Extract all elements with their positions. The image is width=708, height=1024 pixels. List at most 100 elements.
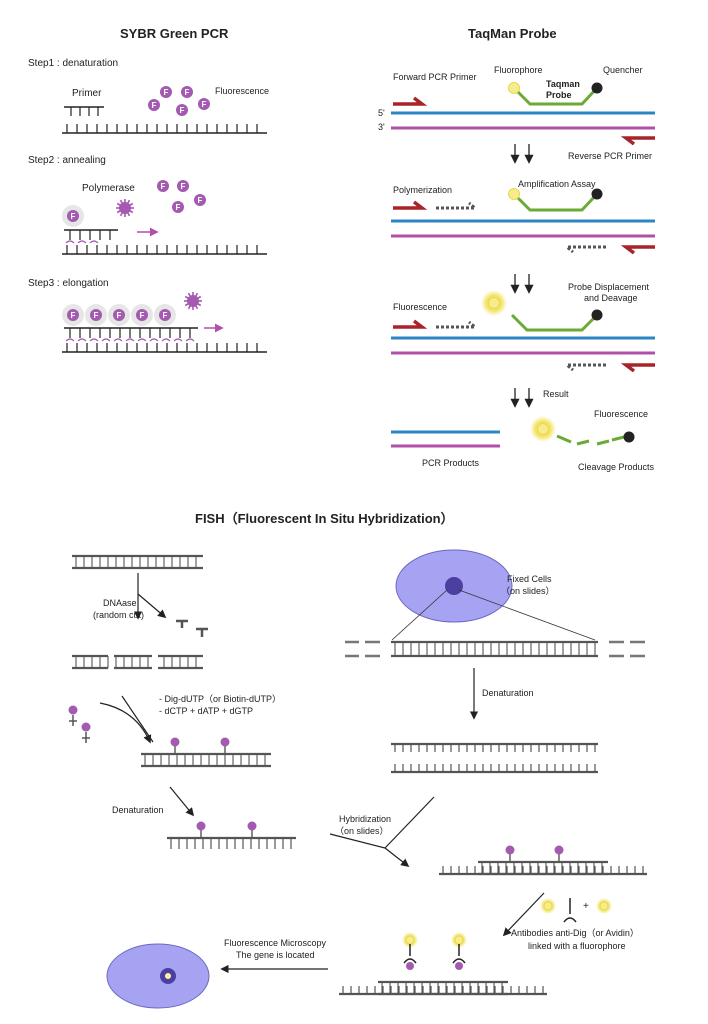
cleavage-products-label: Cleavage Products <box>578 462 655 472</box>
svg-text:F: F <box>180 106 185 115</box>
reverse-primer <box>620 136 655 146</box>
extension-dashed-arrow <box>436 320 480 329</box>
extension-dashed-arrow <box>436 201 480 210</box>
svg-text:F: F <box>71 311 76 320</box>
down-arrows <box>510 144 534 164</box>
quencher-icon <box>591 188 603 200</box>
labeled-target-dna <box>339 980 547 996</box>
polymerization-label: Polymerization <box>393 185 452 195</box>
fluorescence-result-label: Fluorescence <box>594 409 648 419</box>
quencher-icon <box>591 82 603 94</box>
hybridized-dna <box>439 845 647 876</box>
microscopy-label-2: The gene is located <box>236 950 315 960</box>
hybridization-arrows <box>329 796 435 868</box>
incorporation-arrow <box>99 702 152 744</box>
fluorophore-icon <box>537 423 549 435</box>
svg-text:F: F <box>202 100 207 109</box>
taqman-probe <box>512 192 599 212</box>
three-prime-label: 3' <box>378 122 385 132</box>
labeled-single-strand-probe <box>167 821 296 849</box>
dye-molecule: F <box>160 86 172 98</box>
fluorescence-label: Fluorescence <box>215 86 269 96</box>
primer-label: Primer <box>72 88 102 99</box>
step2-label: Step2 : annealing <box>28 155 106 166</box>
double-strand-dna <box>72 554 203 570</box>
svg-text:F: F <box>163 311 168 320</box>
svg-text:F: F <box>161 182 166 191</box>
extension-dashed-arrow <box>562 363 606 372</box>
denatured-strand-top <box>391 742 598 752</box>
svg-text:F: F <box>152 101 157 110</box>
taqman-section: TaqMan Probe Forward PCR Primer Fluoroph… <box>378 26 655 472</box>
svg-text:F: F <box>176 203 181 212</box>
forward-primer <box>393 200 428 210</box>
fixed-cells-label-2: （on slides） <box>501 586 555 596</box>
step3-label: Step3 : elongation <box>28 278 109 289</box>
dnaase-label-1: DNAase <box>103 598 137 608</box>
template-strand <box>62 245 267 255</box>
fluorophore-icon <box>508 82 520 94</box>
zoom-line-left <box>391 589 448 641</box>
denaturation-arrow-left <box>169 786 195 817</box>
dye-molecule: F <box>177 180 189 192</box>
pcr-products-label: PCR Products <box>422 458 480 468</box>
reverse-primer <box>620 363 655 373</box>
svg-text:F: F <box>181 182 186 191</box>
down-arrows <box>510 388 534 408</box>
bound-antibodies <box>402 932 467 970</box>
down-arrows <box>510 274 534 294</box>
svg-text:F: F <box>71 212 76 221</box>
reagents-label-2: - dCTP + dATP + dGTP <box>159 706 253 716</box>
cleaved-probe-fragments <box>556 434 625 446</box>
dye-molecule: F <box>172 201 184 213</box>
fish-section: FISH（Fluorescent In Situ Hybridization） … <box>68 511 647 1009</box>
extension-dashed-arrow <box>562 245 606 254</box>
bound-dye-glow: F <box>62 205 84 227</box>
polymerase-icon <box>116 199 134 217</box>
polymerase-icon <box>184 292 202 310</box>
antibody-arrow <box>502 892 545 937</box>
displaced-probe <box>510 313 599 332</box>
probe-displacement-label-1: Probe Displacement <box>568 282 650 292</box>
svg-text:F: F <box>198 196 203 205</box>
located-gene-signal <box>165 973 171 979</box>
cut-fragments <box>176 619 208 637</box>
polymerase-label: Polymerase <box>82 183 135 194</box>
labeled-nucleotides <box>68 705 91 743</box>
dnaase-label-2: (random cut) <box>93 610 144 620</box>
labeled-probe-dna <box>141 737 271 768</box>
svg-text:F: F <box>164 88 169 97</box>
antibody-fluorophore <box>540 898 577 923</box>
nicked-dna <box>72 654 203 670</box>
sybr-title: SYBR Green PCR <box>120 26 229 41</box>
fluorophore-icon <box>488 297 500 309</box>
fluorophore-label: Fluorophore <box>494 65 543 75</box>
located-cell <box>106 943 210 1009</box>
sybr-section: SYBR Green PCR Step1 : denaturation Prim… <box>28 26 269 353</box>
result-label: Result <box>543 389 569 399</box>
chromosome-dashes-left <box>345 640 380 658</box>
taqman-probe-label-2: Probe <box>546 90 572 100</box>
primer-fragment <box>64 106 104 116</box>
dye-molecule: F <box>181 86 193 98</box>
fluorescence-label: Fluorescence <box>393 302 447 312</box>
elongated-strand <box>64 327 198 342</box>
annealed-primer <box>64 229 118 244</box>
fluorescent-dye-group: F F F F F <box>148 86 210 116</box>
antibodies-label-2: linked with a fluorophore <box>528 941 626 951</box>
hybridization-label-1: Hybridization <box>339 814 391 824</box>
fixed-cells-label-1: Fixed Cells <box>507 574 552 584</box>
antibodies-label-1: Antibodies anti-Dig（or Avidin） <box>511 928 639 938</box>
chromosomal-dna <box>391 640 598 658</box>
svg-text:F: F <box>117 311 122 320</box>
dye-molecules-free: F F F F <box>157 180 206 213</box>
reagents-label-1: - Dig-dUTP（or Biotin-dUTP） <box>159 694 281 704</box>
reverse-primer-label: Reverse PCR Primer <box>568 151 652 161</box>
cut-fragments-arrow <box>137 593 167 619</box>
taqman-probe-label-1: Taqman <box>546 79 580 89</box>
reverse-primer <box>620 245 655 255</box>
hybridization-label-2: （on slides） <box>335 826 389 836</box>
microscopy-label-1: Fluorescence Microscopy <box>224 938 327 948</box>
taqman-title: TaqMan Probe <box>468 26 557 41</box>
